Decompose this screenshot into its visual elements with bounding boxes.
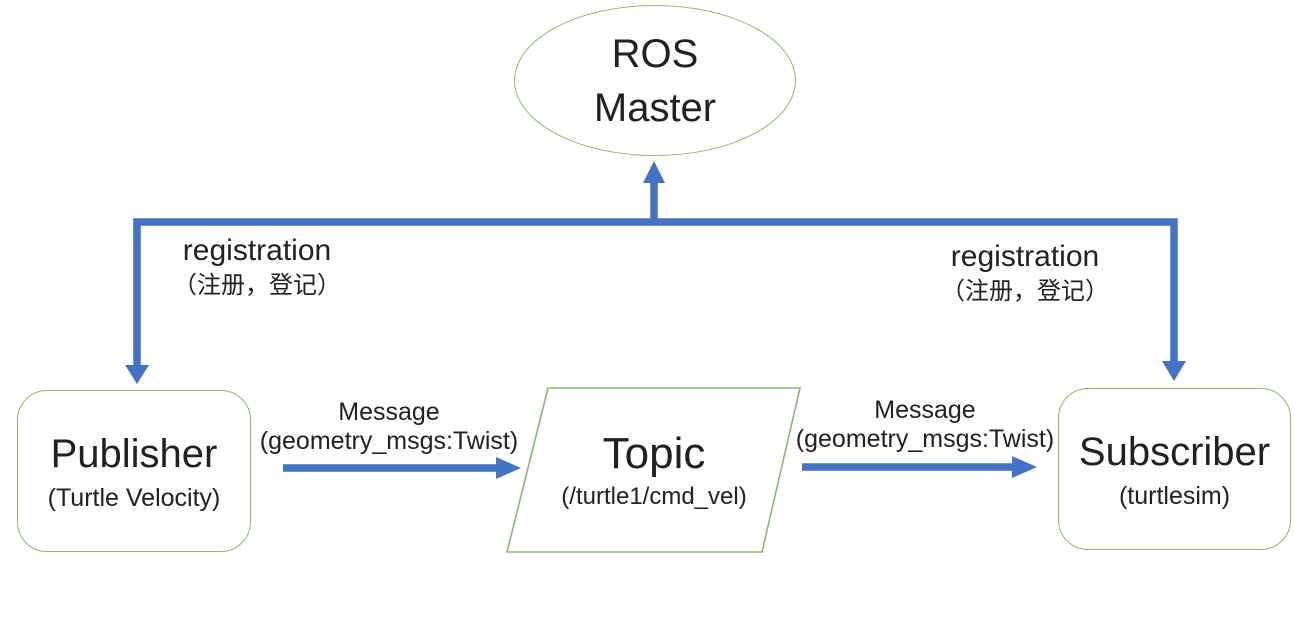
label-message-publisher-to-topic: Message (geometry_msgs:Twist) xyxy=(256,399,522,454)
registration-right-text: registration xyxy=(950,240,1100,273)
subscriber-subtitle: (turtlesim) xyxy=(1118,481,1231,510)
node-publisher: Publisher (Turtle Velocity) xyxy=(17,390,251,552)
ros-master-label-line1: ROS xyxy=(611,31,699,76)
message-right-subtext: (geometry_msgs:Twist) xyxy=(795,425,1055,453)
arrowhead-to-publisher xyxy=(125,365,149,384)
topic-parallelogram xyxy=(505,387,802,553)
registration-right-subtext: （注册，登记） xyxy=(941,278,1109,305)
node-subscriber: Subscriber (turtlesim) xyxy=(1058,388,1291,550)
node-ros-master: ROS Master xyxy=(514,5,796,156)
arrowhead-to-topic xyxy=(496,457,521,479)
registration-left-text: registration xyxy=(182,234,332,267)
label-message-topic-to-subscriber: Message (geometry_msgs:Twist) xyxy=(789,397,1061,452)
subscriber-title: Subscriber xyxy=(1078,429,1271,474)
arrowhead-to-subscriber xyxy=(1162,361,1186,381)
message-left-subtext: (geometry_msgs:Twist) xyxy=(259,427,519,455)
ros-master-label-line2: Master xyxy=(593,85,717,130)
topic-title: Topic xyxy=(602,429,706,478)
topic-subtitle: (/turtle1/cmd_vel) xyxy=(561,483,747,510)
label-registration-right: registration （注册，登记） xyxy=(916,240,1134,307)
publisher-title: Publisher xyxy=(50,431,218,476)
node-topic: Topic (/turtle1/cmd_vel) xyxy=(520,392,788,548)
message-left-text: Message xyxy=(338,398,440,426)
registration-left-subtext: （注册，登记） xyxy=(173,272,341,299)
arrowhead-to-ros-master xyxy=(643,161,665,183)
message-right-text: Message xyxy=(874,396,976,424)
arrowhead-to-subscriber-box xyxy=(1012,456,1037,478)
publisher-subtitle: (Turtle Velocity) xyxy=(47,483,221,512)
label-registration-left: registration （注册，登记） xyxy=(148,234,366,301)
